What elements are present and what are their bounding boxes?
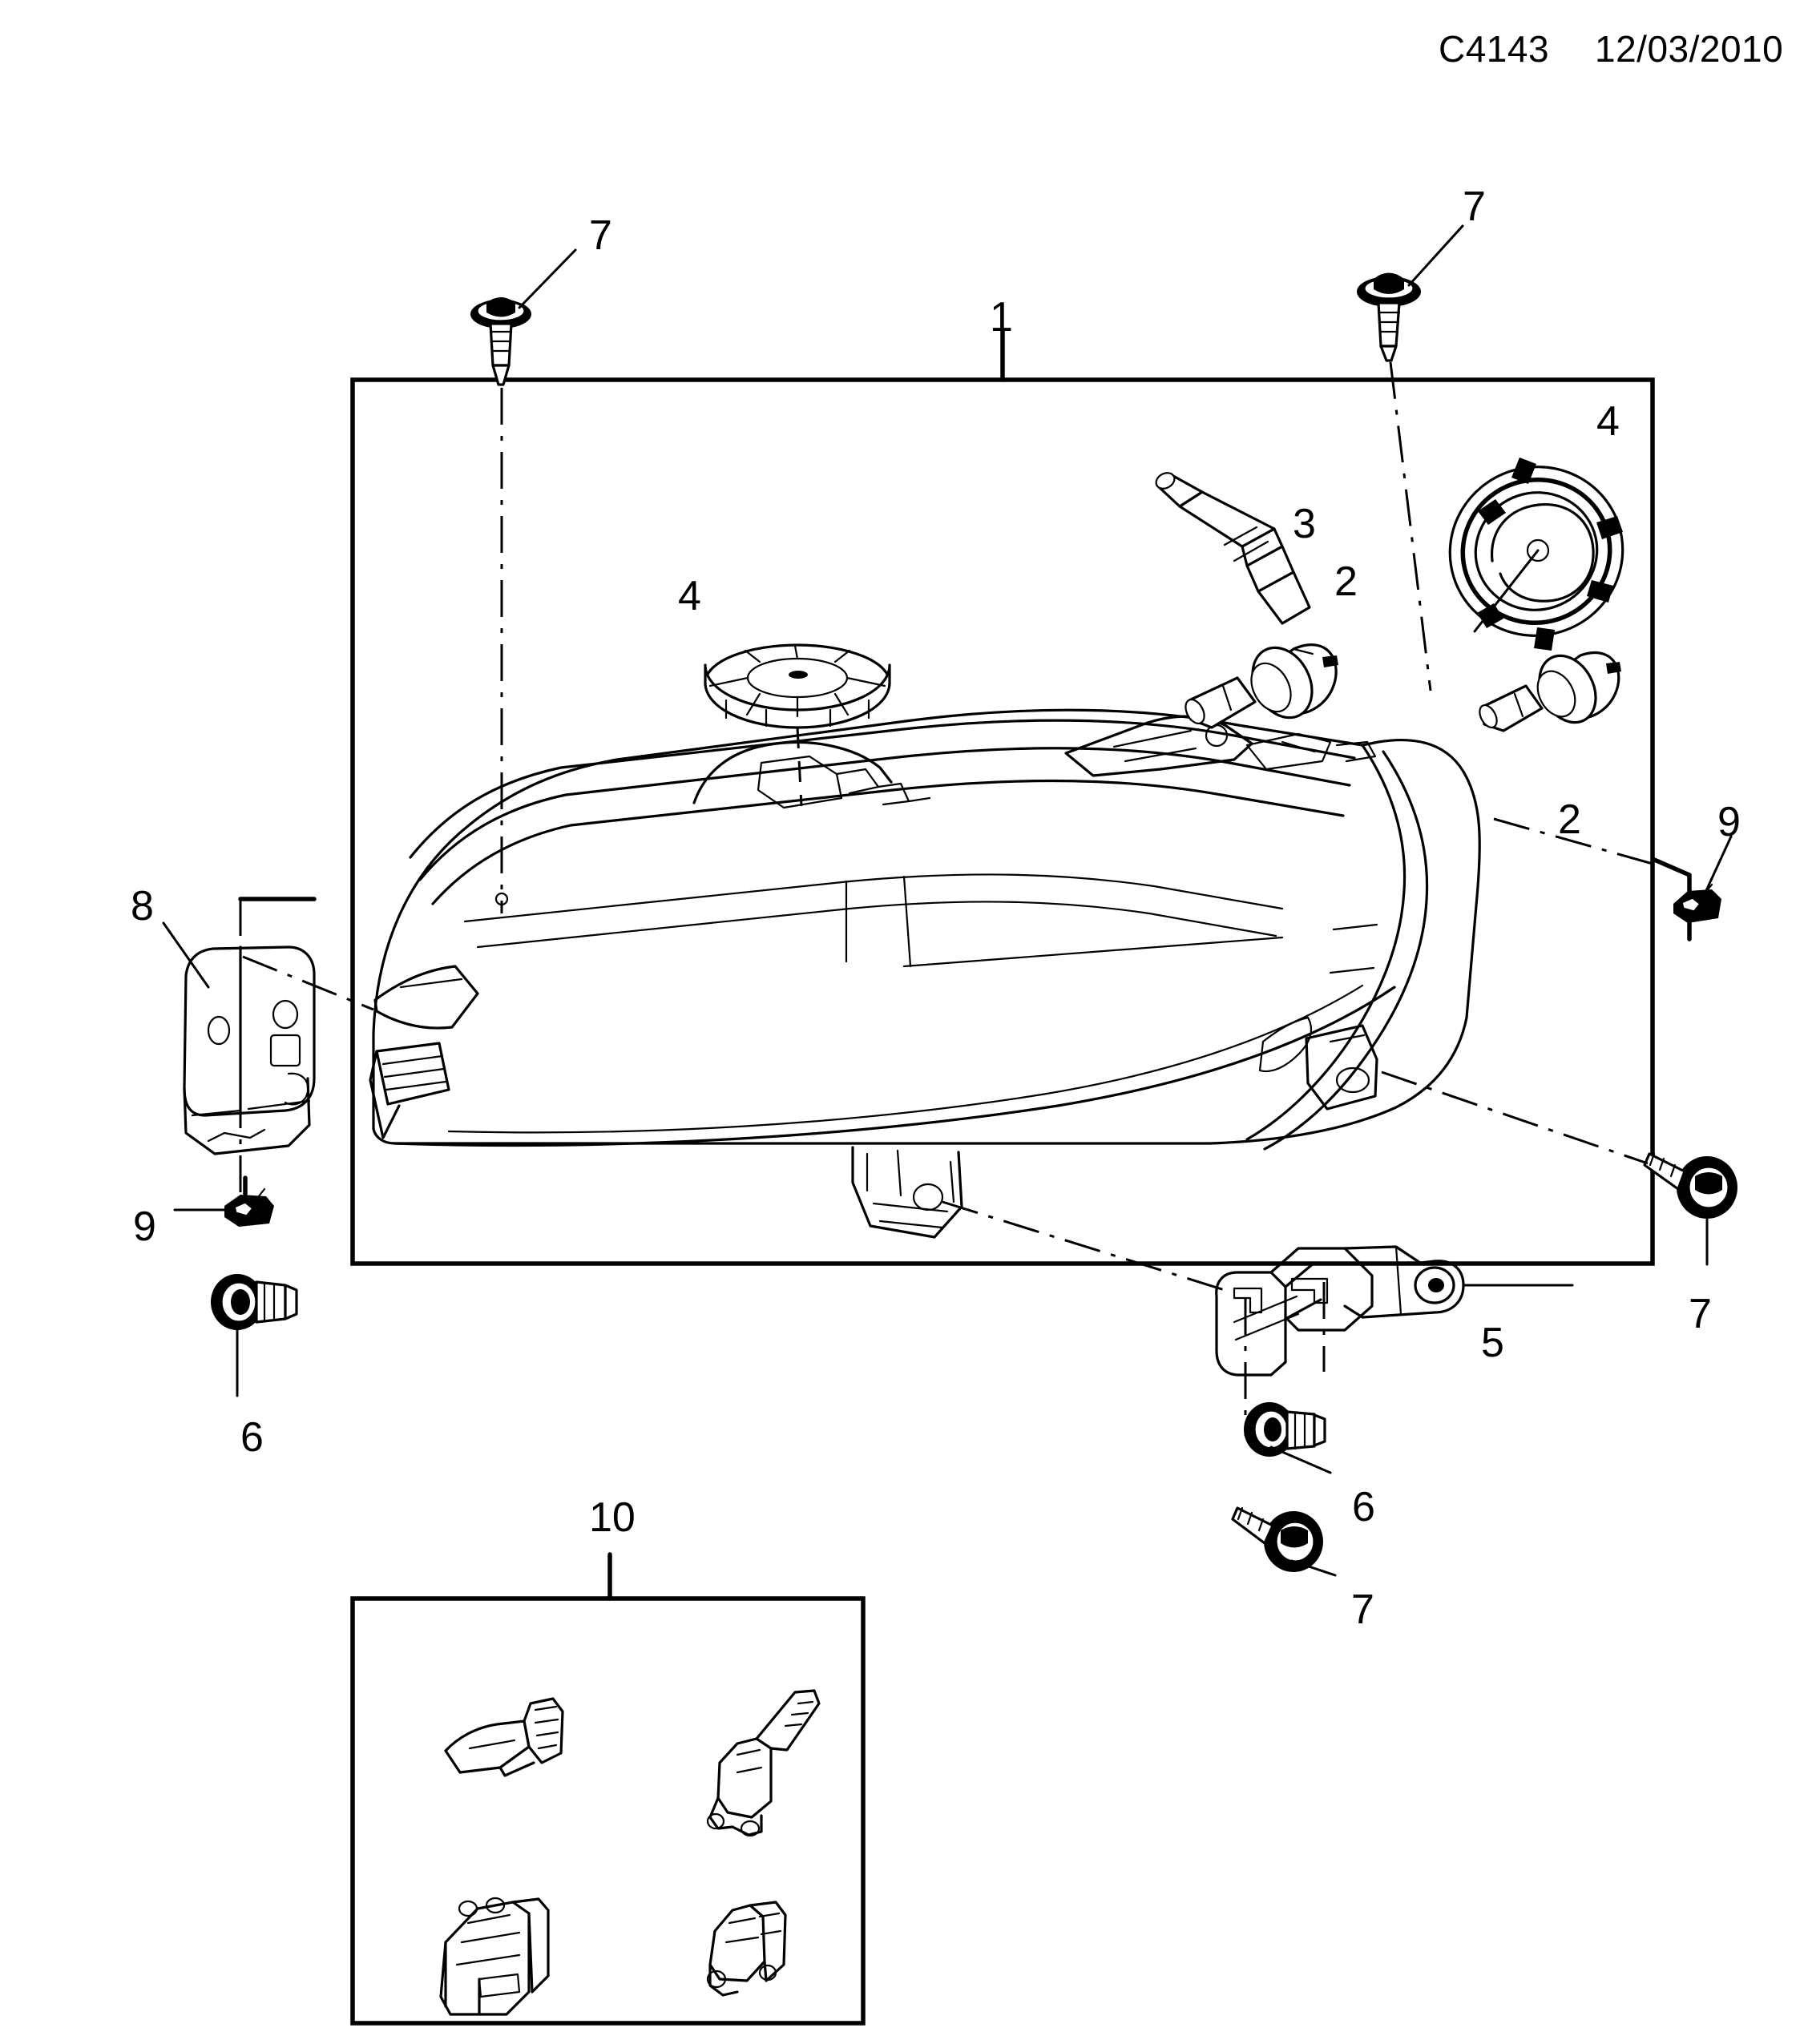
kit-part-wedge-clip xyxy=(444,1697,564,1777)
screw-top-right xyxy=(1357,224,1464,362)
kit-part-bracket-clip xyxy=(439,1897,550,2016)
callout-6-left: 6 xyxy=(240,1414,264,1461)
callout-9-right: 9 xyxy=(1717,799,1741,845)
bulb-lower xyxy=(1479,651,1621,732)
callout-7-right: 7 xyxy=(1689,1291,1712,1337)
clip-nut-right xyxy=(1493,817,1733,941)
left-reflector-hump xyxy=(692,740,931,809)
mounting-bracket xyxy=(162,897,374,1192)
clip-repair-kit xyxy=(439,1689,821,2016)
axis-screw-right xyxy=(1389,361,1432,691)
bulb-access-cap-right xyxy=(1448,458,1624,651)
callout-4-right: 4 xyxy=(1596,398,1620,445)
flanged-bolt-left xyxy=(211,1274,298,1397)
callout-7-top-left: 7 xyxy=(589,212,612,259)
screw-bottom xyxy=(1231,1506,1337,1577)
screw-right xyxy=(1381,1070,1737,1266)
callout-5: 5 xyxy=(1481,1320,1504,1366)
drawing-code: C4143 xyxy=(1439,28,1550,70)
headlamp-assembly xyxy=(369,708,1481,1239)
bottom-mount-tab xyxy=(851,1146,963,1239)
bulb-socket-connector xyxy=(1155,472,1311,625)
clip-nut-left xyxy=(173,1175,274,1227)
callout-7-bottom: 7 xyxy=(1351,1586,1374,1633)
sheet-header: C4143 12/03/2010 xyxy=(0,22,1804,79)
flanged-bolt-right xyxy=(1244,1402,1332,1474)
kit-part-small-clip xyxy=(706,1901,787,1997)
callout-4-left: 4 xyxy=(678,573,701,619)
callout-7-top-right: 7 xyxy=(1463,183,1486,230)
callout-2-upper: 2 xyxy=(1334,558,1358,605)
right-reflector-bay xyxy=(1064,715,1377,777)
callout-9-left: 9 xyxy=(133,1203,156,1250)
screw-top-left xyxy=(470,248,577,386)
callout-2-lower: 2 xyxy=(1558,796,1581,843)
right-mount-boss xyxy=(1305,1024,1378,1111)
callout-3: 3 xyxy=(1293,501,1316,547)
kit-frame xyxy=(350,1552,866,2026)
drawing-date: 12/03/2010 xyxy=(1595,28,1784,70)
bulb-access-cap-left xyxy=(704,643,891,807)
support-bracket xyxy=(942,1200,1574,1436)
bulb-upper xyxy=(1185,643,1338,729)
callout-10: 10 xyxy=(589,1494,636,1541)
callout-1: 1 xyxy=(990,294,1013,341)
callout-8: 8 xyxy=(131,883,154,929)
left-lock-tab xyxy=(369,1042,450,1139)
kit-part-tall-clip xyxy=(706,1689,821,1837)
callout-6-right: 6 xyxy=(1352,1484,1375,1530)
main-frame xyxy=(350,328,1655,1266)
